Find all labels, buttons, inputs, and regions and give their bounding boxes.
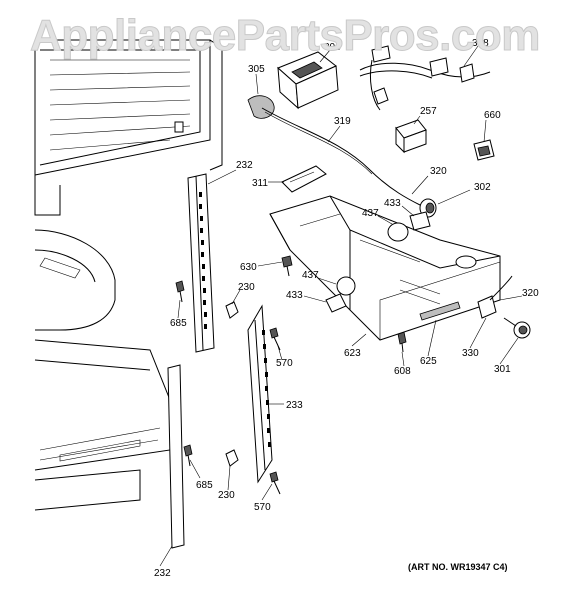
callout-301: 301 — [494, 364, 511, 375]
callout-302: 302 — [474, 182, 491, 193]
light-sockets-and-bulbs — [325, 211, 431, 313]
cover-311 — [281, 165, 327, 193]
switch-660 — [473, 139, 495, 161]
knob-301 — [503, 317, 531, 339]
callout-437-upper: 437 — [362, 208, 379, 219]
callout-311: 311 — [252, 178, 268, 189]
leader-lines — [159, 45, 523, 567]
housing-623 — [269, 195, 501, 341]
callout-433-upper: 433 — [384, 198, 401, 209]
art-number: (ART NO. WR19347 C4) — [408, 562, 508, 572]
callout-304: 304 — [324, 42, 341, 53]
callout-257: 257 — [420, 106, 437, 117]
lens-625 — [419, 301, 461, 321]
callout-685-lower: 685 — [196, 480, 213, 491]
callout-437-lower: 437 — [302, 270, 319, 281]
callout-232-lower: 232 — [154, 568, 171, 579]
callout-608: 608 — [394, 366, 411, 377]
control-box-304 — [277, 51, 339, 110]
rail-232-lower — [167, 364, 185, 549]
callout-433-lower: 433 — [286, 290, 303, 301]
callout-232-upper: 232 — [236, 160, 253, 171]
callout-230-upper: 230 — [238, 282, 255, 293]
callout-330: 330 — [462, 348, 479, 359]
callout-320-upper: 320 — [430, 166, 447, 177]
callout-319: 319 — [334, 116, 351, 127]
relay-257 — [395, 119, 427, 154]
callout-230-lower: 230 — [218, 490, 235, 501]
callout-318: 318 — [472, 38, 489, 49]
callout-233: 233 — [286, 400, 303, 411]
callout-625: 625 — [420, 356, 437, 367]
rail-233 — [247, 304, 273, 484]
callout-660: 660 — [484, 110, 501, 121]
callout-labels: 305 304 318 319 257 660 311 320 302 232 … — [154, 38, 539, 579]
rail-232-upper — [187, 173, 215, 353]
callout-570-lower: 570 — [254, 502, 271, 513]
wire-harness-318 — [359, 45, 491, 111]
fasteners — [175, 255, 407, 495]
switch-330 — [477, 275, 513, 319]
callout-570-upper: 570 — [276, 358, 293, 369]
callout-305: 305 — [248, 64, 265, 75]
callout-630: 630 — [240, 262, 257, 273]
callout-320-lower: 320 — [522, 288, 539, 299]
callout-685-upper: 685 — [170, 318, 187, 329]
damper-and-cable — [247, 95, 421, 206]
callout-623: 623 — [344, 348, 361, 359]
